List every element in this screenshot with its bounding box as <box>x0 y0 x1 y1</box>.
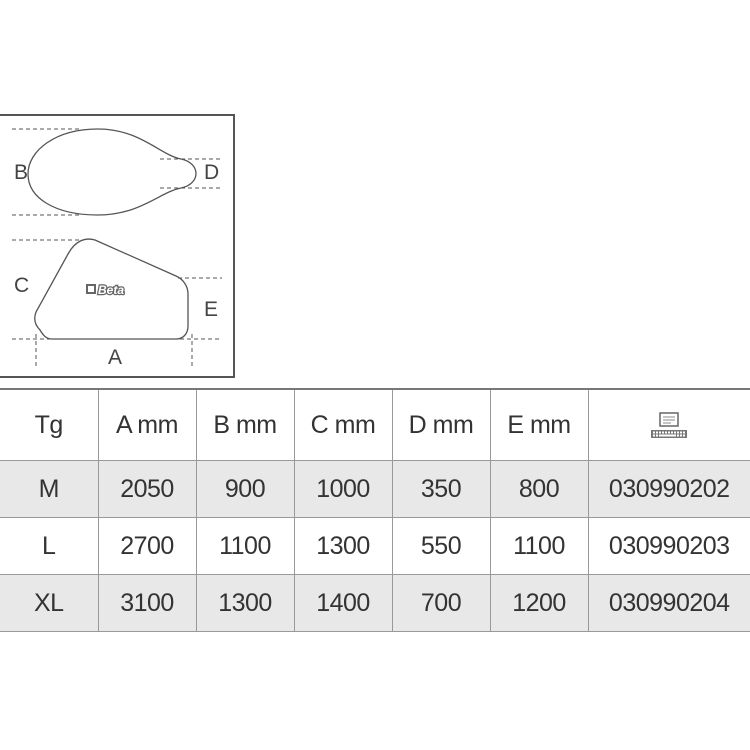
cell-d: 350 <box>391 460 491 518</box>
beta-logo: Beta <box>86 282 126 298</box>
size-spec-table: Tg A mm B mm C mm D mm E mm M 2050 900 1… <box>0 388 750 632</box>
cell-a: 2700 <box>97 517 197 575</box>
cell-a: 3100 <box>97 574 197 632</box>
cell-a: 2050 <box>97 460 197 518</box>
cell-code: 030990202 <box>587 460 750 518</box>
table-row-m: M 2050 900 1000 350 800 030990202 <box>0 460 750 518</box>
cell-c: 1400 <box>293 574 393 632</box>
cell-e: 1100 <box>489 517 589 575</box>
cell-d: 550 <box>391 517 491 575</box>
cell-b: 1100 <box>195 517 295 575</box>
shape-diagram: Beta B D C E A <box>0 114 235 378</box>
label-a: A <box>108 346 123 369</box>
table-header-row: Tg A mm B mm C mm D mm E mm <box>0 388 750 461</box>
cell-code: 030990204 <box>587 574 750 632</box>
cell-tg: M <box>0 460 99 518</box>
label-c: C <box>14 274 30 297</box>
cell-e: 1200 <box>489 574 589 632</box>
label-b: B <box>14 161 29 184</box>
label-e: E <box>204 298 219 321</box>
header-tg: Tg <box>0 388 99 461</box>
cell-c: 1000 <box>293 460 393 518</box>
shape-outlines: Beta <box>12 128 222 368</box>
top-view-outline <box>27 128 197 216</box>
header-d-mm: D mm <box>391 388 491 461</box>
table-row-l: L 2700 1100 1300 550 1100 030990203 <box>0 517 750 575</box>
header-b-mm: B mm <box>195 388 295 461</box>
label-d: D <box>204 161 220 184</box>
cell-e: 800 <box>489 460 589 518</box>
cell-c: 1300 <box>293 517 393 575</box>
cell-tg: XL <box>0 574 99 632</box>
svg-text:Beta: Beta <box>98 283 124 297</box>
table-row-xl: XL 3100 1300 1400 700 1200 030990204 <box>0 574 750 632</box>
computer-keyboard-icon <box>651 411 688 438</box>
header-c-mm: C mm <box>293 388 393 461</box>
header-e-mm: E mm <box>489 388 589 461</box>
cell-b: 900 <box>195 460 295 518</box>
cell-tg: L <box>0 517 99 575</box>
cell-b: 1300 <box>195 574 295 632</box>
header-a-mm: A mm <box>97 388 197 461</box>
side-view-outline <box>34 238 189 340</box>
header-code <box>587 388 750 461</box>
cell-code: 030990203 <box>587 517 750 575</box>
cell-d: 700 <box>391 574 491 632</box>
